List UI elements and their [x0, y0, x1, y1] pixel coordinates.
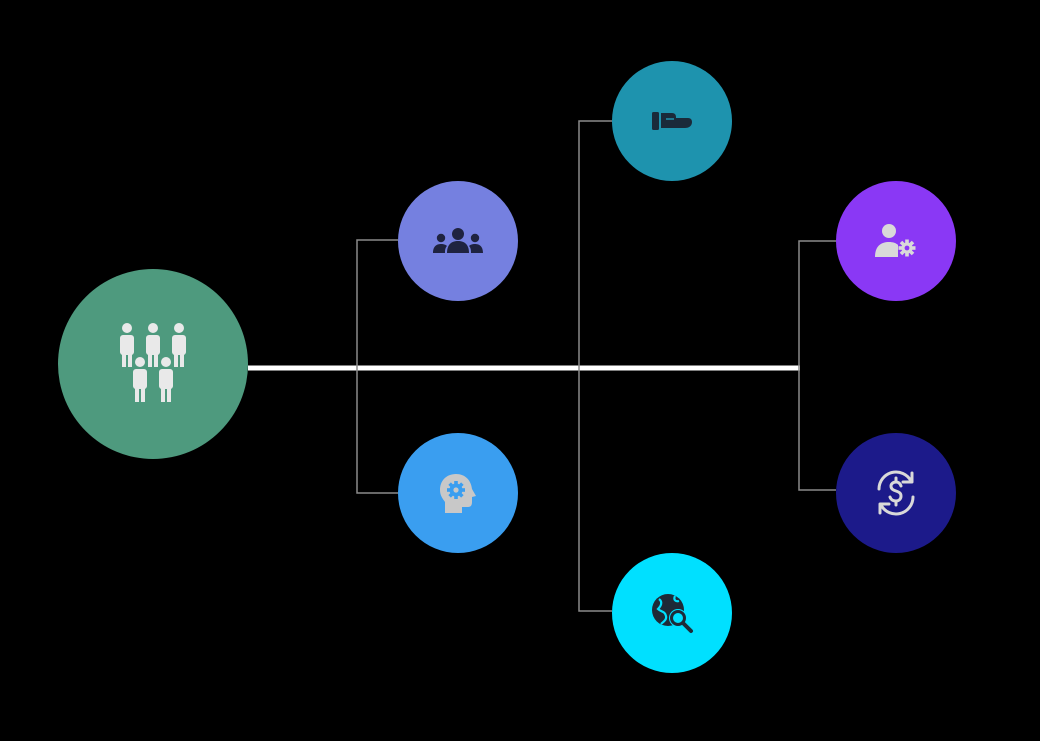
branch-line-money: [798, 368, 836, 491]
team-icon: [433, 228, 483, 253]
hand-offer-icon: [652, 112, 692, 130]
head-gear-icon: [440, 474, 476, 513]
globe-node: [612, 553, 732, 673]
money-node: [836, 433, 956, 553]
branch-line-team: [356, 239, 398, 368]
admin-node: [836, 181, 956, 301]
hand-node: [612, 61, 732, 181]
branch-line-hand: [578, 120, 612, 368]
team-node: [398, 181, 518, 301]
globe-search-icon: [652, 594, 693, 633]
root-node: [58, 269, 248, 459]
people-group-icon: [120, 323, 186, 402]
currency-exchange-icon: [877, 470, 915, 516]
mind-node: [398, 433, 518, 553]
branch-line-admin: [798, 240, 836, 368]
user-settings-icon: [875, 224, 916, 257]
branch-line-globe: [578, 368, 612, 612]
branch-line-mind: [356, 368, 398, 494]
